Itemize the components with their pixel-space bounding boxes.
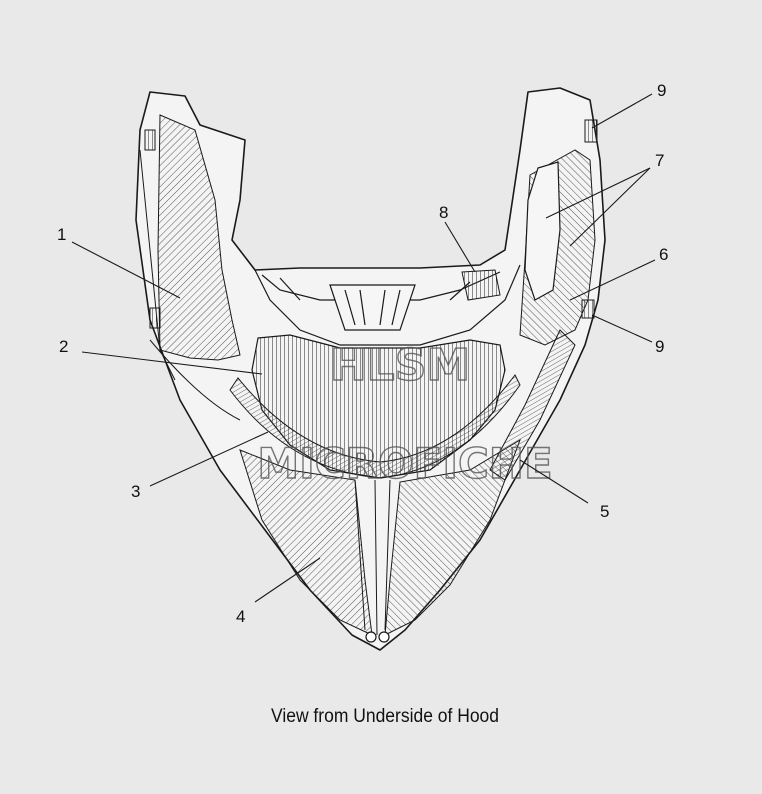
callout-7: 7 <box>655 151 664 170</box>
right-lower-strip <box>489 329 576 481</box>
callout-9-bottom: 9 <box>655 337 664 356</box>
callout-6: 6 <box>659 245 668 264</box>
svg-text:HLSM: HLSM <box>330 340 470 391</box>
clips <box>144 119 598 329</box>
right-side-panel <box>519 149 596 346</box>
callout-labels: 1 2 3 4 5 6 7 8 9 9 <box>57 81 668 626</box>
lower-strip <box>229 374 521 479</box>
watermark: HLSM MICROFICHE <box>257 339 554 488</box>
leader-lines <box>71 93 656 603</box>
part-8-block <box>461 269 501 301</box>
callout-8: 8 <box>439 203 448 222</box>
nose-hole-right <box>378 631 390 643</box>
callout-5: 5 <box>600 502 609 521</box>
callout-3: 3 <box>131 482 140 501</box>
svg-text:MICROFICHE: MICROFICHE <box>257 439 552 488</box>
diagram-caption: View from Underside of Hood <box>270 706 499 727</box>
callout-2: 2 <box>59 337 68 356</box>
nose-panels <box>239 438 521 643</box>
callout-9-top: 9 <box>657 81 666 100</box>
callout-4: 4 <box>236 607 245 626</box>
nose-hole-left <box>365 631 377 643</box>
callout-1: 1 <box>57 225 66 244</box>
